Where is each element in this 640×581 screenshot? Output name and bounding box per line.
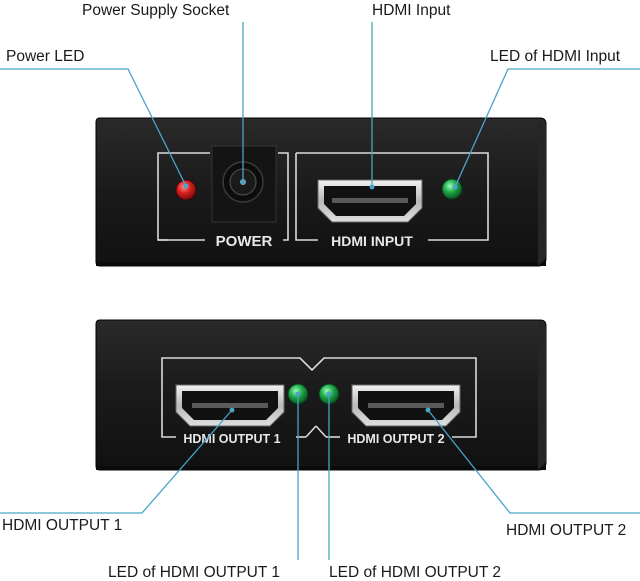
- callout-hdmi-output-2: HDMI OUTPUT 2: [506, 522, 627, 539]
- callout-power-supply-socket: Power Supply Socket: [82, 2, 230, 19]
- callout-led-hdmi-input: LED of HDMI Input: [490, 48, 621, 65]
- leader-hdmi-output-1: [0, 409, 233, 514]
- back-panel: HDMI OUTPUT 1 HDMI OUTPUT 2: [95, 319, 547, 471]
- callout-led-hdmi-output-2: LED of HDMI OUTPUT 2: [329, 564, 501, 581]
- hdmi-input-led: [441, 178, 463, 200]
- power-panel-label: POWER: [216, 233, 273, 250]
- leader-hdmi-output-2: [427, 409, 640, 514]
- power-frame-right: [278, 152, 289, 241]
- hdmi-output-1-port: [175, 384, 285, 427]
- power-led: [175, 179, 197, 201]
- leader-power-led: [0, 68, 187, 187]
- hdmi-output-1-panel-label: HDMI OUTPUT 1: [183, 432, 280, 446]
- callout-led-hdmi-output-1: LED of HDMI OUTPUT 1: [108, 564, 280, 581]
- power-socket: [211, 145, 277, 223]
- hdmi-output-2-port: [351, 384, 461, 427]
- callout-power-led: Power LED: [6, 48, 85, 65]
- hdmi-output-2-panel-label: HDMI OUTPUT 2: [347, 432, 444, 446]
- output-frame: [161, 357, 477, 438]
- leader-lines: [0, 22, 640, 560]
- hdmi-input-port: [317, 179, 423, 223]
- hdmi-input-frame: [296, 152, 489, 241]
- leader-hdmi-input-led: [454, 68, 640, 188]
- front-panel: POWER HDMI INPUT: [95, 117, 547, 267]
- hdmi-input-panel-label: HDMI INPUT: [331, 233, 413, 249]
- callout-hdmi-input: HDMI Input: [372, 2, 451, 19]
- callout-hdmi-output-1: HDMI OUTPUT 1: [2, 517, 123, 534]
